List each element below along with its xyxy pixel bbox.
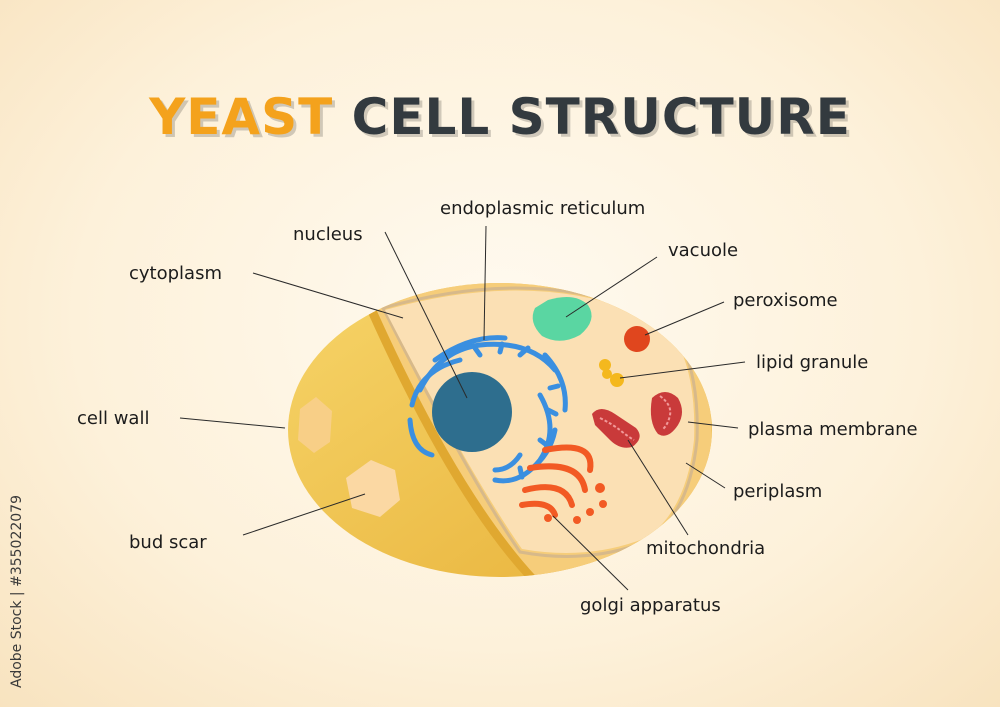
label-peroxisome: peroxisome xyxy=(733,290,838,311)
leader-peroxisome xyxy=(644,301,725,336)
leader-lipid-granule xyxy=(619,361,746,379)
label-plasma-membrane: plasma membrane xyxy=(748,419,918,440)
page-title: YEAST CELL STRUCTURE xyxy=(0,88,1000,146)
leader-nucleus xyxy=(384,231,468,399)
title-yeast: YEAST xyxy=(149,88,334,146)
leader-periplasm xyxy=(685,462,726,489)
leader-bud-scar xyxy=(242,493,366,536)
lipid-granule-2 xyxy=(610,373,624,387)
cell-cut-edge xyxy=(364,300,560,577)
stock-watermark: Adobe Stock | #355022079 xyxy=(9,495,25,688)
vacuole xyxy=(532,296,592,341)
label-lipid-granule: lipid granule xyxy=(756,352,868,373)
label-golgi-apparatus: golgi apparatus xyxy=(580,595,721,616)
lipid-granule-3 xyxy=(602,369,612,379)
label-cell-wall: cell wall xyxy=(77,408,149,429)
leader-mitochondria xyxy=(627,439,689,536)
lipid-granule-1 xyxy=(599,359,611,371)
nucleus xyxy=(432,372,512,452)
label-nucleus: nucleus xyxy=(293,224,363,245)
leader-cytoplasm xyxy=(252,272,404,319)
leader-plasma-membrane xyxy=(687,421,739,429)
leader-vacuole xyxy=(565,256,658,318)
label-endoplasmic-reticulum: endoplasmic reticulum xyxy=(440,198,645,219)
label-bud-scar: bud scar xyxy=(129,532,207,553)
leader-golgi xyxy=(552,515,629,591)
peroxisome xyxy=(624,326,650,352)
golgi-apparatus xyxy=(519,444,594,518)
bud-scar-large xyxy=(346,460,400,517)
label-mitochondria: mitochondria xyxy=(646,538,765,559)
golgi-vesicles xyxy=(544,483,607,524)
label-vacuole: vacuole xyxy=(668,240,738,261)
mitochondria xyxy=(592,392,682,448)
leader-cell-wall xyxy=(179,417,286,429)
leader-er xyxy=(483,225,487,341)
cytoplasm-region xyxy=(385,290,695,553)
label-periplasm: periplasm xyxy=(733,481,822,502)
title-cell-structure: CELL STRUCTURE xyxy=(351,88,851,146)
bud-scar-small xyxy=(298,397,332,453)
label-cytoplasm: cytoplasm xyxy=(129,263,222,284)
